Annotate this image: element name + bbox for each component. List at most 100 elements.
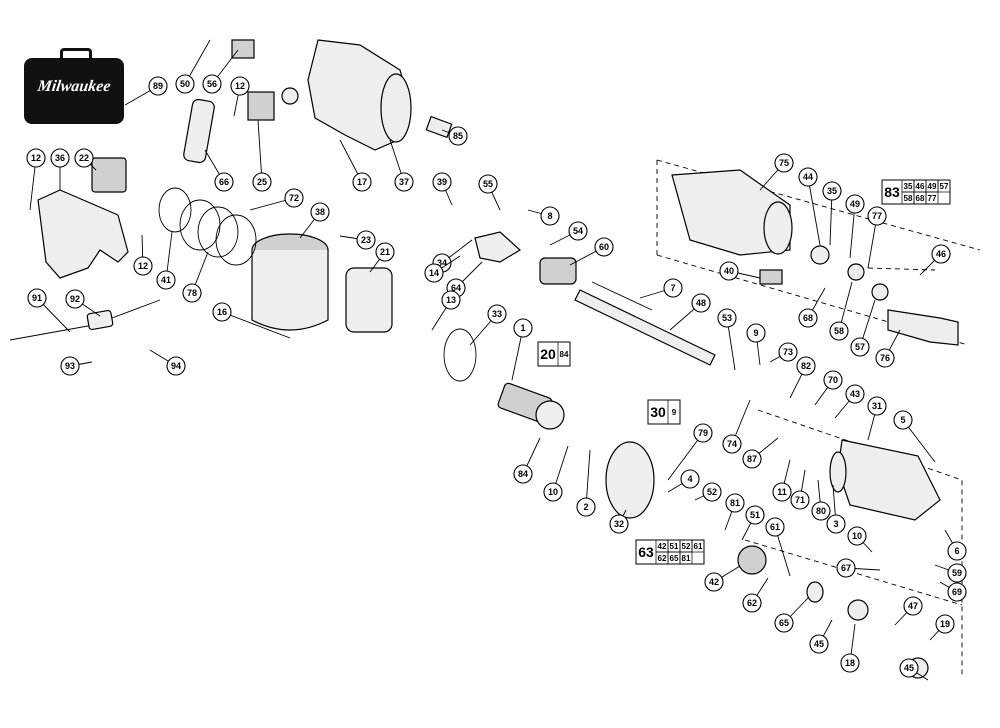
- group-sub-cell: [557, 341, 571, 367]
- callout-35: 35: [822, 181, 842, 246]
- callout-number: 85: [453, 131, 463, 141]
- callout-circle: [702, 482, 722, 502]
- callout-circle: [774, 153, 794, 173]
- group-sub-number: 57: [940, 182, 949, 191]
- callout-circle: [448, 126, 468, 146]
- callout-circle: [310, 202, 330, 222]
- callout-number: 77: [872, 211, 882, 221]
- group-sub-number: 84: [560, 350, 569, 359]
- callout-number: 22: [79, 153, 89, 163]
- callout-circle: [478, 174, 498, 194]
- callout-62: 62: [742, 577, 769, 613]
- group-sub-number: 62: [658, 554, 667, 563]
- callout-circle: [375, 242, 395, 262]
- callout-circle: [133, 256, 153, 276]
- callout-number: 91: [32, 293, 42, 303]
- callout-42: 42: [704, 565, 741, 592]
- pin-7: [591, 281, 653, 311]
- callout-92: 92: [65, 289, 101, 317]
- callout-59: 59: [934, 563, 967, 583]
- callout-number: 46: [936, 249, 946, 259]
- ring-41: [158, 187, 192, 233]
- leader-line: [221, 311, 291, 339]
- callout-circle: [811, 501, 831, 521]
- callout-number: 59: [952, 568, 962, 578]
- callout-number: 10: [852, 531, 862, 541]
- callout-68: 68: [798, 287, 826, 328]
- knob: [281, 87, 299, 105]
- leader-line: [667, 432, 704, 481]
- callout-number: 94: [171, 361, 181, 371]
- callout-43: 43: [834, 384, 865, 419]
- callout-circle: [798, 167, 818, 187]
- callout-18: 18: [840, 623, 860, 673]
- callout-number: 41: [161, 275, 171, 285]
- housing-opening: [380, 73, 412, 143]
- callout-number: 92: [70, 294, 80, 304]
- leader-line: [257, 119, 263, 183]
- callout-circle: [513, 464, 533, 484]
- callout-circle: [175, 74, 195, 94]
- switch: [91, 157, 127, 193]
- callout-number: 2: [583, 502, 588, 512]
- callout-number: 17: [357, 177, 367, 187]
- callout-circle: [867, 206, 887, 226]
- callout-10a: 10: [543, 445, 569, 502]
- callout-number: 51: [750, 510, 760, 520]
- callout-number: 48: [696, 298, 706, 308]
- callout-circle: [704, 572, 724, 592]
- group-sub-number: 77: [928, 194, 937, 203]
- callout-57: 57: [850, 299, 876, 357]
- callout-81: 81: [724, 493, 745, 531]
- callout-19: 19: [929, 614, 955, 641]
- dashed-gearcase-edge: [757, 409, 963, 675]
- callout-circle: [875, 348, 895, 368]
- callout-12c: 12: [133, 234, 153, 276]
- callout-circle: [543, 482, 563, 502]
- callout-89: 89: [124, 76, 168, 106]
- callout-number: 12: [31, 153, 41, 163]
- ring-b: [197, 206, 239, 258]
- callout-13: 13: [431, 290, 461, 331]
- callout-37: 37: [389, 139, 414, 192]
- callout-number: 45: [904, 663, 914, 673]
- dashed-gearcase-inner: [744, 539, 963, 606]
- callout-70: 70: [814, 370, 843, 406]
- callout-14: 14: [424, 255, 461, 283]
- callout-circle: [798, 308, 818, 328]
- callout-circle: [27, 288, 47, 308]
- callout-number: 3: [833, 519, 838, 529]
- group-sub-number: 58: [904, 194, 913, 203]
- callout-number: 36: [55, 153, 65, 163]
- callout-number: 68: [803, 313, 813, 323]
- group-sub-number: 49: [928, 182, 937, 191]
- callout-number: 75: [779, 158, 789, 168]
- callout-number: 61: [770, 522, 780, 532]
- callout-number: 80: [816, 506, 826, 516]
- callout-circle: [745, 505, 765, 525]
- callout-circle: [772, 482, 792, 502]
- callout-9: 9: [746, 323, 766, 366]
- callout-47: 47: [894, 596, 923, 626]
- callout-circle: [742, 593, 762, 613]
- callout-61: 61: [765, 517, 791, 577]
- callout-2: 2: [576, 449, 596, 517]
- callout-number: 87: [747, 454, 757, 464]
- callout-number: 81: [730, 498, 740, 508]
- callout-12a: 12: [26, 148, 46, 211]
- group-sub-number: 68: [916, 194, 925, 203]
- callout-circle: [796, 356, 816, 376]
- callout-number: 37: [399, 177, 409, 187]
- callout-40: 40: [719, 261, 761, 281]
- callout-number: 45: [814, 639, 824, 649]
- callout-number: 56: [207, 79, 217, 89]
- callout-circle: [725, 493, 745, 513]
- group-main-number: 63: [638, 544, 654, 560]
- callout-circle: [935, 614, 955, 634]
- group-sub-cell: [667, 399, 681, 425]
- callout-71: 71: [790, 469, 810, 510]
- callout-circle: [903, 596, 923, 616]
- callout-number: 89: [153, 81, 163, 91]
